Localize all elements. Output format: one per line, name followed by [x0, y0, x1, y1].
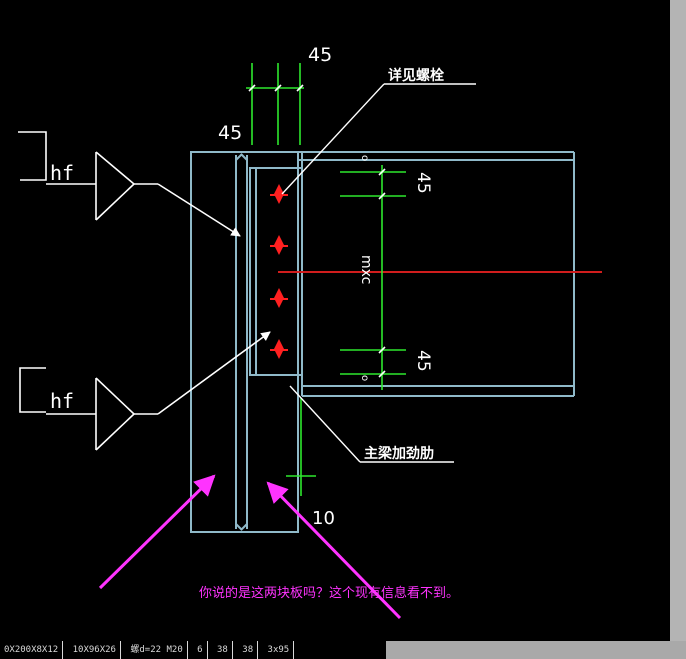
callout-leaders: [281, 83, 476, 463]
weld-symbol-top: [18, 131, 241, 237]
bolt-3: [270, 288, 288, 308]
dim-left-offset: 45: [218, 122, 242, 144]
dim-top-plate-width: 45: [308, 44, 332, 66]
dim-mark-bottom: o: [359, 375, 370, 381]
status-cell-3: 螺d=22 M20: [126, 641, 188, 659]
weld-symbol-bottom: [19, 331, 271, 451]
dimension-lines: [246, 63, 406, 496]
column-web: [235, 153, 248, 531]
status-cell-6: 38: [238, 641, 259, 659]
bottom-gray-panel: [386, 641, 686, 659]
dim-stiffener-thickness: 10: [312, 508, 335, 529]
dim-mark-top: o: [359, 155, 370, 161]
status-cell-1: 0X200X8X12: [0, 641, 64, 659]
status-cell-4: 6: [193, 641, 208, 659]
callout-top-label: 详见螺栓: [388, 67, 444, 84]
bolt-4: [270, 339, 288, 359]
annotation-arrow-right: [266, 481, 402, 620]
dim-bolt-edge-bottom: 45: [413, 350, 433, 372]
beam-outline: [298, 151, 575, 397]
right-side-strip: [670, 0, 686, 659]
dim-bolt-edge-top: 45: [413, 172, 433, 194]
callout-bottom-label: 主梁加劲肋: [364, 445, 434, 462]
status-bar: 0X200X8X12 10X96X26 螺d=22 M20 6 38 38 3x…: [0, 641, 386, 659]
annotation-comment: 你说的是这两块板吗？这个现有信息看不到。: [199, 585, 459, 601]
status-cell-5: 38: [213, 641, 233, 659]
dimension-ticks: [248, 84, 386, 378]
weld-symbol-top-label: hf: [50, 161, 74, 185]
annotation-arrow-left: [98, 474, 216, 590]
bolt-2: [270, 235, 288, 255]
column-outline: [190, 151, 299, 533]
bolt-1: [270, 184, 288, 204]
annotation-arrows: [98, 474, 402, 620]
status-cell-2: 10X96X26: [69, 641, 121, 659]
weld-symbol-bottom-label: hf: [50, 389, 74, 413]
dim-bolt-spacing: mxc: [358, 255, 374, 284]
status-cell-7: 3x95: [264, 641, 295, 659]
bolt-group: [270, 184, 288, 359]
